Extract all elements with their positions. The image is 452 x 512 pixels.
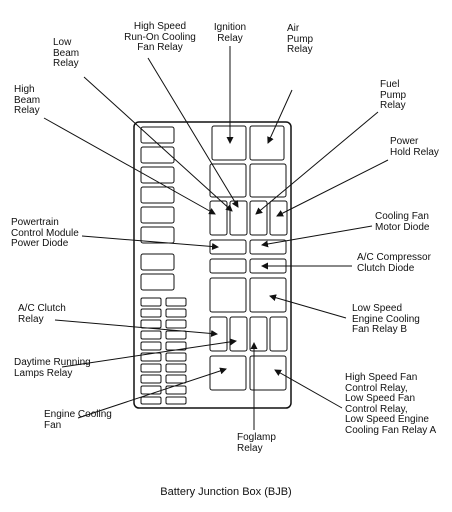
label-power-hold-relay: Power Hold Relay [390, 136, 439, 158]
label-ignition-relay: Ignition Relay [213, 22, 247, 44]
label-cooling-fan-motor-diode: Cooling Fan Motor Diode [375, 211, 430, 233]
label-high-beam-relay: High Beam Relay [14, 84, 41, 116]
label-drl-relay: Daytime Running Lamps Relay [14, 357, 91, 379]
fuel-pump-area-slot [249, 163, 287, 198]
label-ac-clutch-relay: A/C Clutch Relay [18, 303, 66, 325]
power-hold-relay-slot [269, 200, 288, 236]
drl-relay-slot [229, 316, 248, 352]
leader-cooling-fan-motor-diode [261, 225, 373, 248]
large-fuse-column [140, 126, 175, 291]
leader-high-speed-fan-control [274, 369, 343, 409]
pcm-power-diode-slot [209, 239, 247, 255]
leader-power-hold [276, 159, 389, 217]
diagram-caption: Battery Junction Box (BJB) [160, 486, 292, 498]
label-ac-compressor-clutch-diode: A/C Compressor Clutch Diode [357, 252, 431, 274]
air-pump-relay-slot [249, 125, 285, 161]
leader-low-speed-fan-relay-b [269, 294, 347, 319]
leader-high-beam [43, 117, 216, 215]
label-pcm-power-diode: Powertrain Control Module Power Diode [11, 217, 79, 249]
spare-diode-slot [209, 258, 247, 274]
label-high-speed-runon-relay: High Speed Run-On Cooling Fan Relay [124, 21, 196, 53]
low-beam-relay-slot [229, 200, 248, 236]
leader-drl [61, 338, 237, 368]
relay-slot-right [269, 316, 288, 352]
leader-ac-clutch [54, 319, 218, 337]
leader-fuel-pump [255, 111, 379, 215]
leader-high-speed-runon [147, 57, 239, 208]
high-speed-runon-relay-slot [209, 163, 247, 198]
leader-pcm-power-diode [81, 235, 219, 251]
label-fuel-pump-relay: Fuel Pump Relay [380, 79, 407, 111]
leader-air-pump [267, 89, 293, 144]
label-low-speed-fan-relay-b: Low Speed Engine Cooling Fan Relay B [352, 303, 420, 335]
large-relay-slot-left [209, 277, 247, 313]
label-low-beam-relay: Low Beam Relay [53, 37, 80, 69]
engine-cooling-fan-slot [209, 355, 247, 391]
leader-engine-cooling-fan [77, 367, 227, 419]
label-high-speed-fan-control-relays: High Speed Fan Control Relay, Low Speed … [345, 372, 437, 436]
label-engine-cooling-fan: Engine Cooling Fan [44, 409, 112, 431]
high-speed-fan-control-relay-slot [249, 355, 287, 391]
label-foglamp-relay: Foglamp Relay [237, 432, 276, 454]
low-speed-fan-relay-b-slot [249, 277, 287, 313]
fuel-pump-relay-slot [249, 200, 268, 236]
leader-low-beam [83, 76, 233, 212]
foglamp-relay-slot [249, 316, 268, 352]
high-beam-relay-slot [209, 200, 228, 236]
ignition-relay-slot [211, 125, 247, 161]
label-air-pump-relay: Air Pump Relay [287, 23, 314, 55]
small-fuse-grid [140, 297, 187, 405]
